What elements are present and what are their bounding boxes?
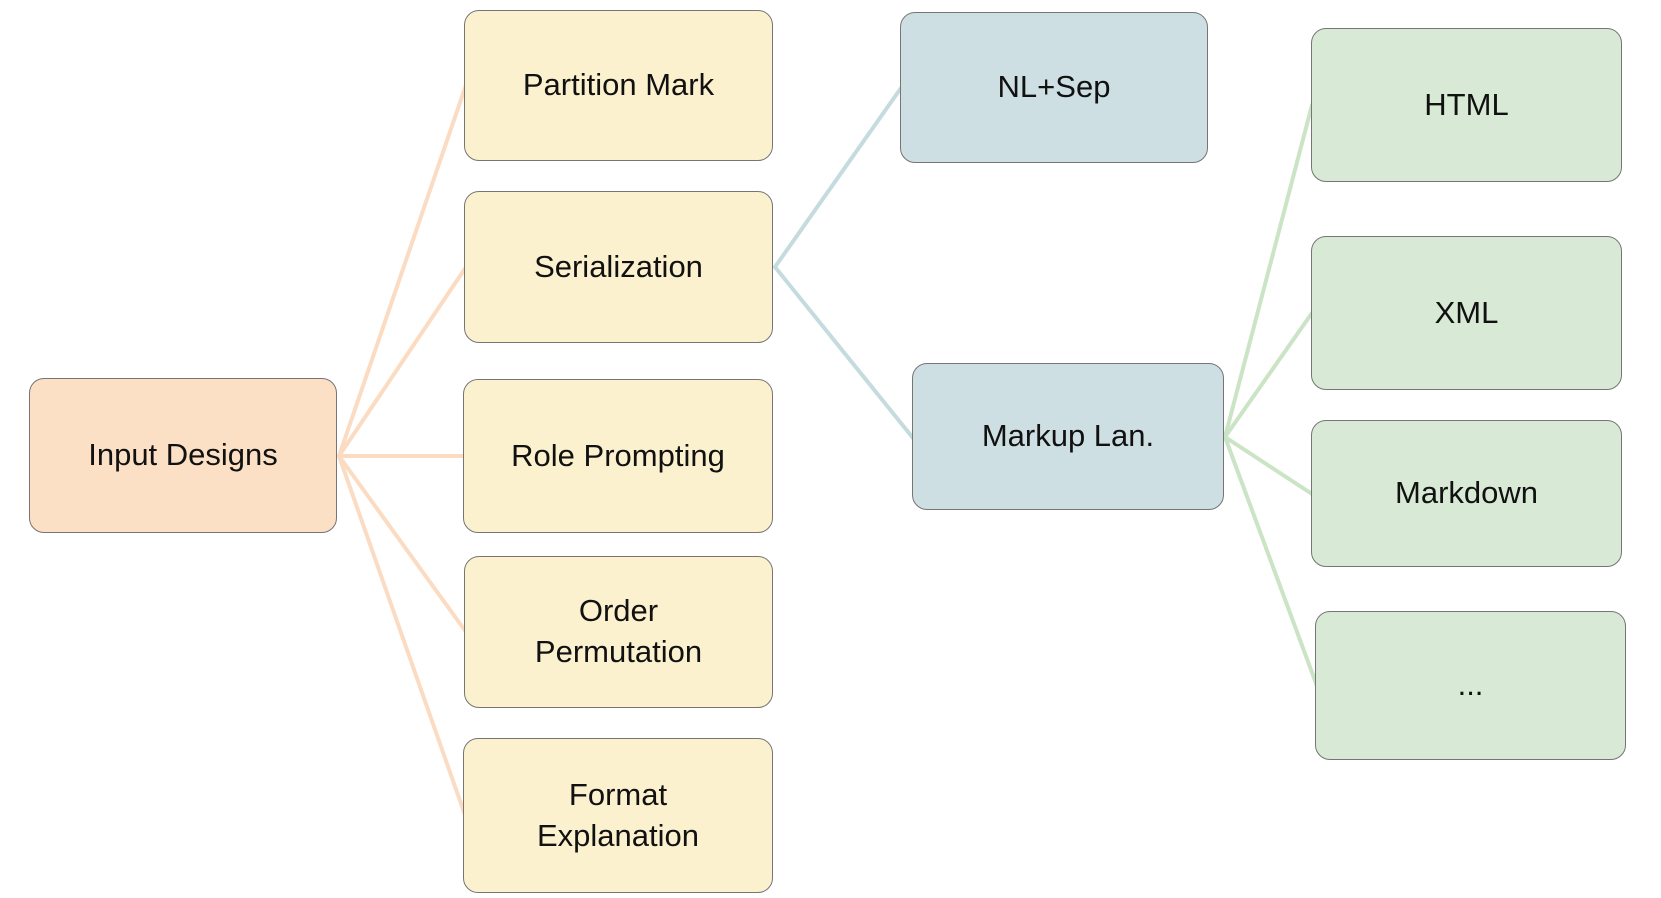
edge-input-designs-serialization: [337, 265, 468, 458]
edge-markup-lan-more: [1223, 435, 1319, 688]
edge-input-designs-order-permutation: [337, 454, 468, 634]
node-markup-lan: Markup Lan.: [912, 363, 1224, 510]
node-xml: XML: [1311, 236, 1622, 390]
node-input-designs: Input Designs: [29, 378, 337, 533]
node-format-explanation: Format Explanation: [463, 738, 773, 893]
node-markdown-label: Markdown: [1395, 475, 1538, 511]
edge-markup-lan-xml: [1223, 311, 1314, 439]
node-input-designs-label: Input Designs: [88, 437, 278, 473]
edge-input-designs-partition-mark: [337, 83, 468, 458]
node-serialization-label: Serialization: [534, 248, 703, 284]
node-role-prompting: Role Prompting: [463, 379, 773, 533]
node-markdown: Markdown: [1311, 420, 1622, 567]
node-partition-mark-label: Partition Mark: [522, 67, 715, 103]
node-xml-label: XML: [1434, 294, 1499, 330]
edge-serialization-nl-sep: [773, 86, 903, 269]
node-order-permutation-label: Order Permutation: [534, 593, 703, 669]
node-markup-lan-label: Markup Lan.: [981, 418, 1155, 454]
node-partition-mark: Partition Mark: [464, 10, 773, 161]
edge-serialization-markup-lan: [773, 265, 915, 440]
edge-markup-lan-html: [1223, 103, 1314, 439]
node-more: ...: [1315, 611, 1626, 760]
node-role-prompting-label: Role Prompting: [511, 437, 725, 473]
node-html-label: HTML: [1424, 86, 1509, 122]
edge-markup-lan-markdown: [1223, 435, 1314, 496]
node-serialization: Serialization: [464, 191, 773, 343]
node-nl-sep-label: NL+Sep: [997, 69, 1111, 105]
node-html: HTML: [1311, 28, 1622, 182]
node-format-explanation-label: Format Explanation: [536, 776, 699, 853]
node-order-permutation: Order Permutation: [464, 556, 773, 708]
edge-input-designs-format-explanation: [337, 454, 467, 817]
node-nl-sep: NL+Sep: [900, 12, 1208, 163]
node-more-label: ...: [1457, 667, 1484, 703]
